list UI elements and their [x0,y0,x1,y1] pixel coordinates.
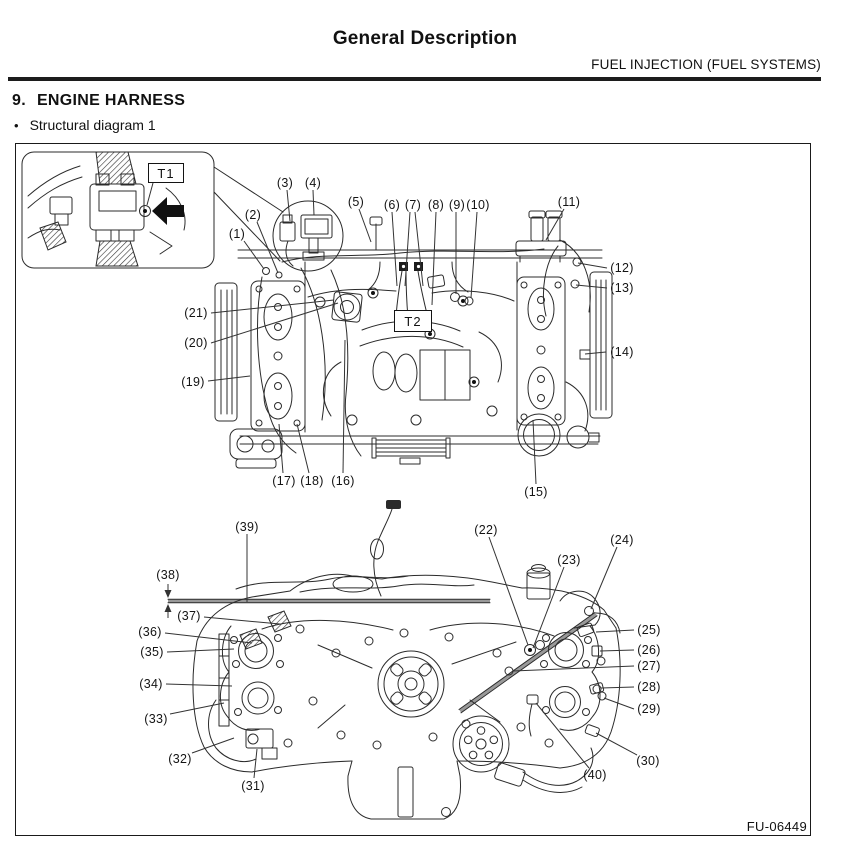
callout-5: (5) [347,195,365,209]
callout-35: (35) [140,645,164,659]
t1-label: T1 [148,163,184,183]
callout-leaders [164,189,638,779]
pointer-arrow-icon [152,197,184,225]
chapter-header: FUEL INJECTION (FUEL SYSTEMS) [591,57,821,72]
header-rule [8,77,821,81]
callout-2: (2) [244,208,262,222]
callout-37: (37) [177,609,201,623]
callout-22: (22) [474,523,498,537]
figure-code: FU-06449 [746,819,807,834]
callout-9: (9) [448,198,466,212]
callout-29: (29) [637,702,661,716]
callout-38: (38) [156,568,180,582]
callout-20: (20) [184,336,208,350]
callout-1: (1) [228,227,246,241]
inset-detail [21,151,284,269]
section-title: ENGINE HARNESS [36,92,186,109]
callout-26: (26) [637,643,661,657]
bullet-glyph: • [14,118,19,133]
callout-8: (8) [427,198,445,212]
callout-7: (7) [404,198,422,212]
callout-12: (12) [610,261,634,275]
callout-36: (36) [138,625,162,639]
callout-21: (21) [184,306,208,320]
callout-23: (23) [557,553,581,567]
callout-31: (31) [241,779,265,793]
callout-17: (17) [272,474,296,488]
engine-front-view [167,500,621,820]
callout-15: (15) [524,485,548,499]
callout-28: (28) [637,680,661,694]
callout-39: (39) [235,520,259,534]
callout-11: (11) [557,195,581,209]
figure-border [15,143,811,836]
callout-3: (3) [276,176,294,190]
callout-18: (18) [300,474,324,488]
t2-label: T2 [394,310,432,332]
callout-19: (19) [181,375,205,389]
bullet-text: Structural diagram 1 [29,117,156,133]
page-title: General Description [332,28,518,49]
callout-14: (14) [610,345,634,359]
callout-13: (13) [610,281,634,295]
callout-32: (32) [168,752,192,766]
callout-25: (25) [637,623,661,637]
callout-27: (27) [637,659,661,673]
callout-33: (33) [144,712,168,726]
section-number: 9. [12,92,26,109]
callout-24: (24) [610,533,634,547]
callout-40: (40) [583,768,607,782]
callout-6: (6) [383,198,401,212]
callout-4: (4) [304,176,322,190]
section-heading: 9. ENGINE HARNESS [12,92,185,110]
callout-34: (34) [139,677,163,691]
callout-10: (10) [466,198,490,212]
callout-30: (30) [636,754,660,768]
bullet-item: • Structural diagram 1 [14,117,156,133]
callout-16: (16) [331,474,355,488]
magnifier-detail [272,200,344,272]
